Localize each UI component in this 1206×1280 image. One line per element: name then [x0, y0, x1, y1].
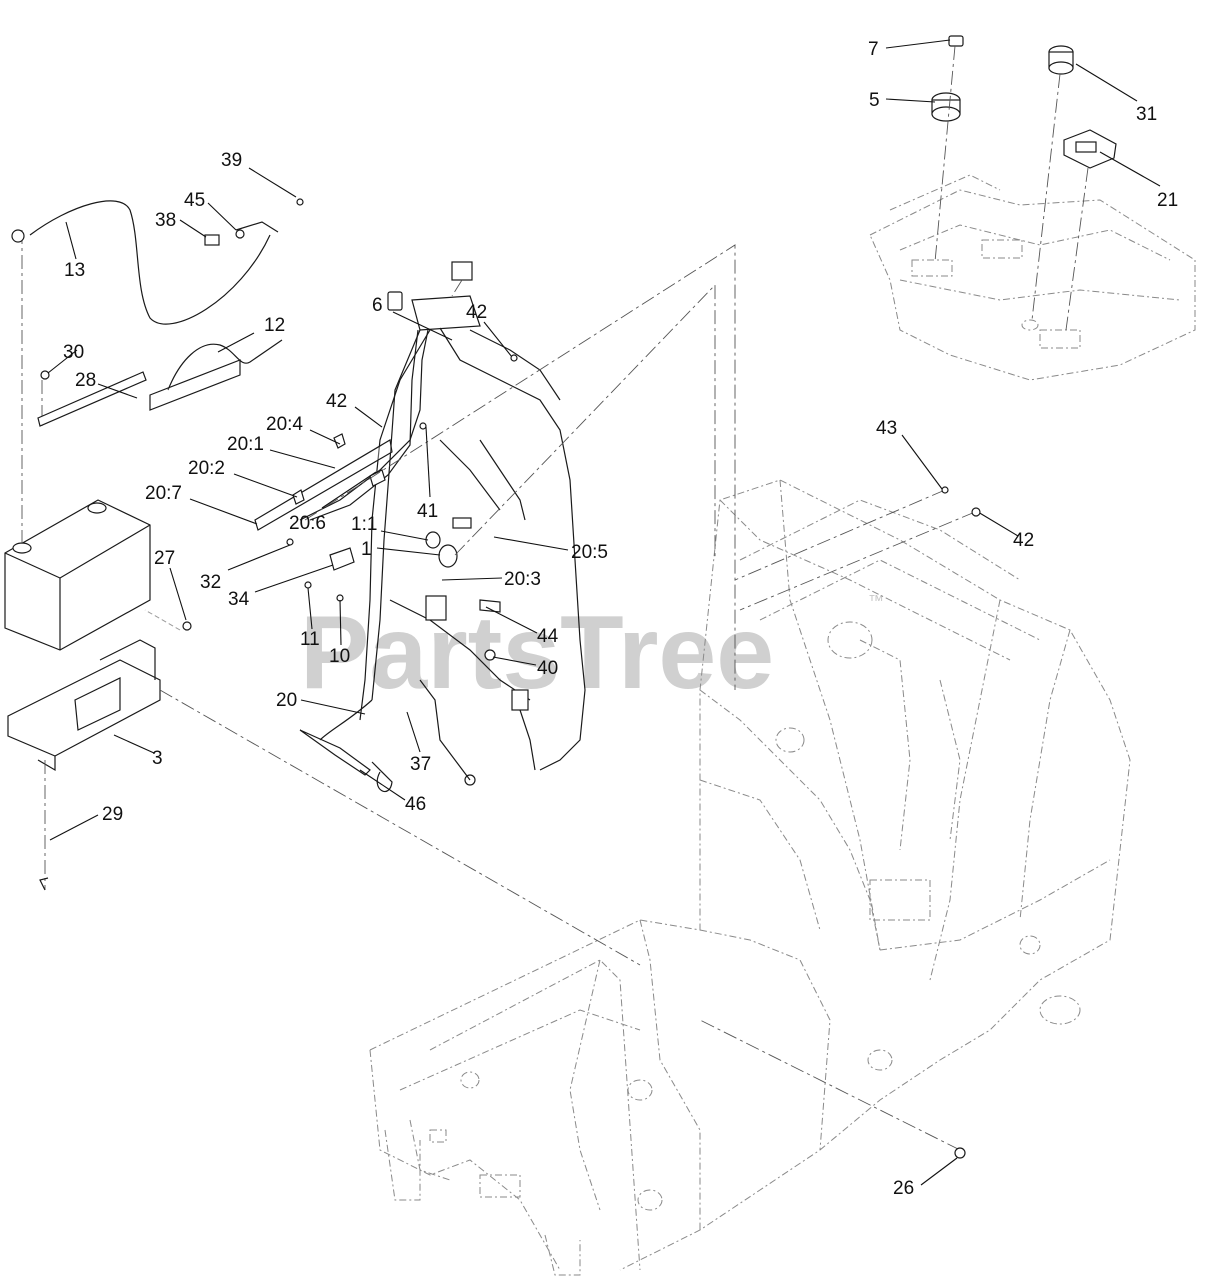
- key-switch-part: [931, 35, 964, 263]
- callout-44: 44: [537, 626, 559, 647]
- callout-30: 30: [63, 342, 84, 363]
- wire-harness-part: [299, 261, 586, 793]
- callout-10: 10: [329, 646, 350, 667]
- callout-26: 26: [893, 1178, 914, 1199]
- callout-20-1: 20:1: [227, 434, 264, 455]
- callout-13: 13: [64, 260, 85, 281]
- callout-43: 43: [876, 418, 897, 439]
- assembly-guide-lines: [144, 244, 976, 1151]
- callout-41: 41: [417, 501, 438, 522]
- callout-1-1: 1:1: [351, 514, 377, 535]
- callout-20-6: 20:6: [289, 513, 326, 534]
- control-panel-ghost: [869, 174, 1196, 381]
- callout-29: 29: [102, 804, 123, 825]
- callout-42-frame: 42: [1013, 530, 1034, 551]
- callout-46: 46: [405, 794, 426, 815]
- callout-34: 34: [228, 589, 250, 610]
- callout-42-harness: 42: [326, 391, 347, 412]
- callout-27: 27: [154, 548, 175, 569]
- callout-6: 6: [372, 295, 383, 316]
- callout-3: 3: [152, 748, 163, 769]
- watermark-text: PartsTree: [300, 595, 774, 711]
- battery-part: [4, 230, 151, 651]
- callout-28: 28: [75, 370, 96, 391]
- callout-37: 37: [410, 754, 431, 775]
- battery-tray-part: [7, 639, 641, 966]
- callout-31: 31: [1136, 104, 1157, 125]
- callout-38: 38: [155, 210, 176, 231]
- callout-12: 12: [264, 315, 285, 336]
- bolt-26-part: [954, 1147, 966, 1159]
- callout-7: 7: [868, 39, 879, 60]
- callout-11: 11: [300, 629, 320, 650]
- small-fasteners: [182, 198, 355, 631]
- watermark: PartsTree ™: [300, 593, 884, 711]
- callout-20-2: 20:2: [188, 458, 225, 479]
- callout-42-top: 42: [466, 302, 487, 323]
- callout-45: 45: [184, 190, 205, 211]
- callout-labels: 7 5 31 21 39 45 38 13 6 42 12 30 28 42 2…: [63, 39, 1178, 1199]
- callout-5: 5: [869, 90, 880, 111]
- callout-21: 21: [1157, 190, 1178, 211]
- callout-leaders: [47, 39, 1161, 1186]
- callout-20-7: 20:7: [145, 483, 182, 504]
- hour-meter-part: [1063, 129, 1117, 331]
- callout-1: 1: [361, 539, 372, 560]
- callout-20-3: 20:3: [504, 569, 541, 590]
- harness-bracket-part: [254, 433, 393, 531]
- callout-32: 32: [200, 572, 221, 593]
- callout-20-4: 20:4: [266, 414, 303, 435]
- callout-39: 39: [221, 150, 242, 171]
- frame-fasteners: [510, 354, 981, 517]
- callout-20-5: 20:5: [571, 542, 608, 563]
- watermark-trademark: ™: [868, 593, 884, 610]
- throttle-knob-part: [1031, 45, 1074, 321]
- callout-20: 20: [276, 690, 297, 711]
- main-frame-ghost: [369, 479, 1131, 1276]
- callout-40: 40: [537, 658, 558, 679]
- negative-cable-part: [11, 200, 279, 325]
- positive-cable-part: [149, 339, 283, 411]
